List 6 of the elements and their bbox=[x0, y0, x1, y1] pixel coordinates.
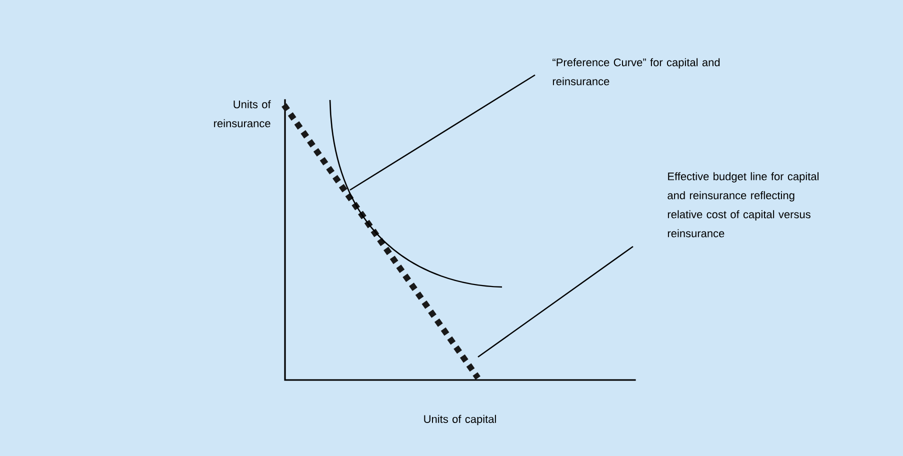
annotation-text: “Preference Curve” for capital and reinsurance bbox=[552, 58, 720, 86]
annotation-text: Effective budget line for capital and reinsurance reflecting relative cost of capital versus reinsurance bbox=[668, 172, 818, 238]
axis-label: Units of capital bbox=[424, 414, 496, 426]
leader-line bbox=[350, 74, 536, 191]
axis-label: Units of reinsurance bbox=[214, 100, 271, 128]
leader-line bbox=[478, 246, 634, 358]
